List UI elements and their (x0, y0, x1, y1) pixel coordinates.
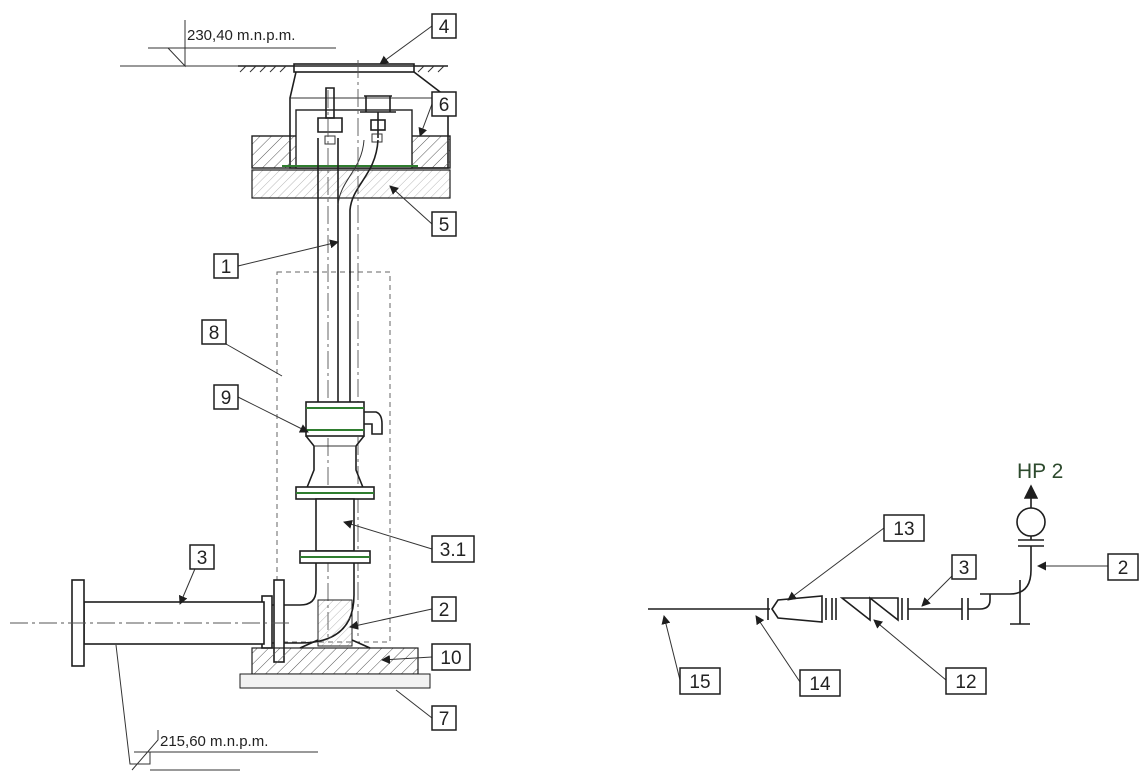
base-slab (251, 647, 419, 675)
svg-text:15: 15 (689, 672, 710, 693)
svg-text:3: 3 (959, 558, 970, 579)
svg-text:8: 8 (209, 323, 220, 344)
lean-concrete (239, 673, 431, 689)
label-1: 1 (213, 253, 239, 279)
svg-text:3: 3 (197, 548, 208, 569)
schematic-leaders (661, 527, 1108, 683)
label-10: 10 (431, 643, 471, 671)
hydrant-chamber (251, 63, 451, 169)
label-3-right: 3 (951, 554, 977, 580)
svg-text:9: 9 (221, 388, 232, 409)
label-13: 13 (883, 514, 925, 542)
ground-line (238, 65, 448, 73)
svg-text:6: 6 (439, 95, 450, 116)
svg-text:14: 14 (809, 674, 831, 695)
label-7: 7 (431, 705, 457, 731)
top-elevation-text: 230,40 m.n.p.m. (187, 27, 295, 44)
svg-text:3.1: 3.1 (440, 540, 466, 561)
schematic-view: HP 2 (648, 460, 1139, 697)
svg-text:2: 2 (1118, 558, 1129, 579)
label-9: 9 (213, 384, 239, 410)
schematic-pipe (648, 594, 991, 623)
section-view: 230,40 m.n.p.m. (10, 13, 475, 771)
label-12: 12 (945, 667, 987, 695)
svg-text:12: 12 (955, 672, 976, 693)
leader-lines (178, 25, 433, 719)
label-2: 2 (431, 596, 457, 622)
label-3: 3 (189, 544, 215, 570)
concrete-block (276, 271, 391, 643)
svg-text:2: 2 (439, 600, 450, 621)
svg-text:4: 4 (439, 17, 450, 38)
label-8: 8 (201, 319, 227, 345)
label-5: 5 (431, 211, 457, 237)
svg-text:7: 7 (439, 709, 450, 730)
elbow-and-pipe (10, 563, 371, 667)
top-elevation-marker: 230,40 m.n.p.m. (120, 20, 336, 68)
hydrant-symbol (980, 484, 1046, 625)
svg-text:10: 10 (440, 648, 461, 669)
bottom-elevation-text: 215,60 m.n.p.m. (160, 733, 268, 750)
bottom-elevation-marker: 215,60 m.n.p.m. (115, 644, 318, 771)
label-15: 15 (679, 667, 721, 695)
pump-label: HP 2 (1017, 460, 1063, 483)
pipe-3-1 (295, 486, 375, 564)
drain-valve (305, 401, 383, 491)
svg-text:13: 13 (893, 519, 914, 540)
svg-text:5: 5 (439, 215, 450, 236)
label-4: 4 (431, 13, 457, 39)
label-2-right: 2 (1107, 553, 1139, 581)
label-14: 14 (799, 669, 841, 697)
svg-text:1: 1 (221, 257, 232, 278)
label-6: 6 (431, 91, 457, 117)
label-3-1: 3.1 (431, 535, 475, 563)
